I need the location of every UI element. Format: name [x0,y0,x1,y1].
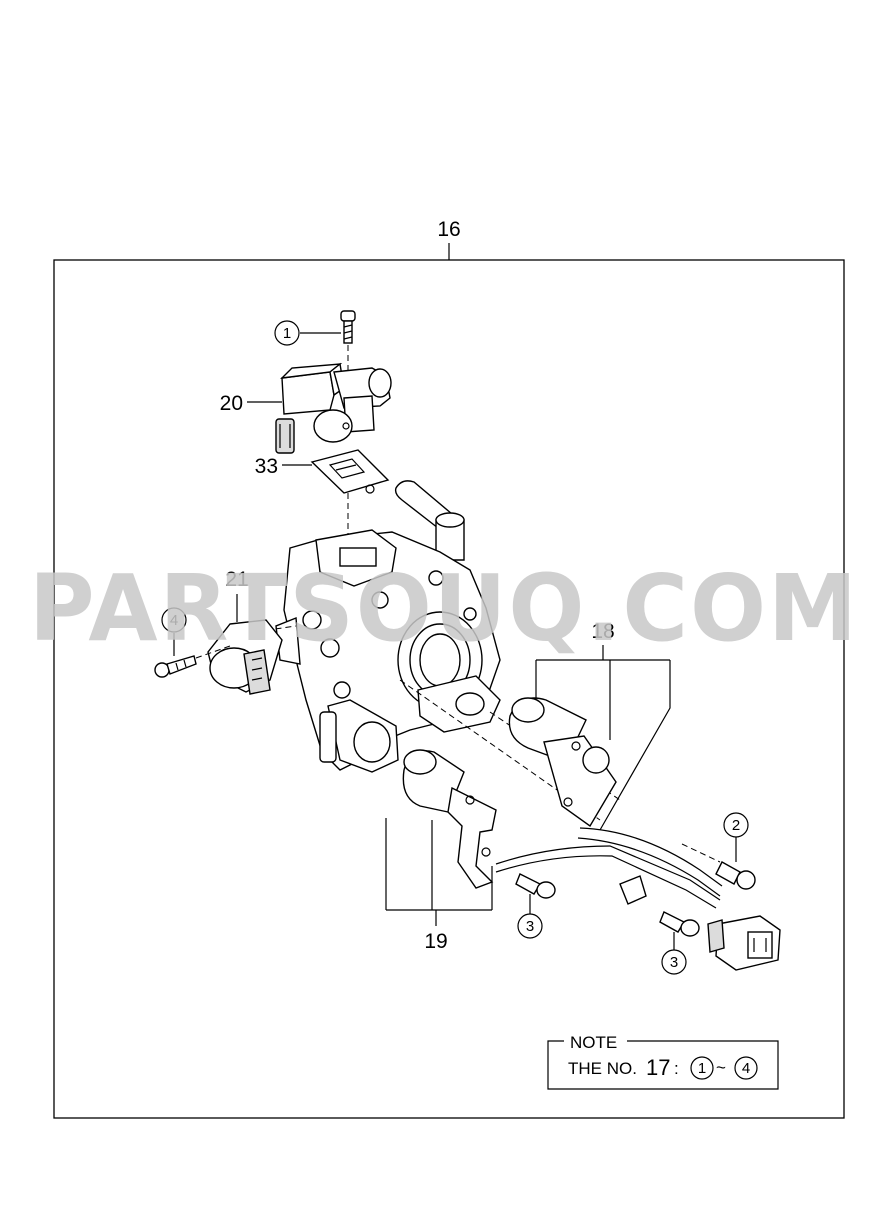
connector[interactable] [707,915,781,971]
label-harness-a: 18 [591,620,614,643]
callout-4: 4 [170,612,178,629]
note-range-start: 1 [698,1060,706,1077]
label-gasket: 33 [255,455,278,478]
label-idle-valve: 20 [220,392,243,415]
note-title: NOTE [570,1033,617,1052]
note-range-end: 4 [742,1060,750,1077]
watermark: PARTSOUQ.COM [29,555,859,662]
callout-2: 2 [732,817,740,834]
note-number: 17 [646,1055,670,1080]
callout-circle-3b [661,949,687,975]
idle-speed-valve[interactable] [275,362,392,454]
bolt-right[interactable] [715,861,756,890]
water-pipe[interactable] [495,827,723,909]
label-harness-b: 19 [424,930,447,953]
callout-circle-4 [161,607,187,633]
throttle-body[interactable] [275,529,501,773]
screw-tps[interactable] [154,655,197,678]
note-box: NOTE THE NO. 17 : 1 ~ 4 [547,1033,779,1090]
gasket[interactable] [310,449,390,494]
label-tps: 21 [225,568,248,591]
throttle-position-sensor[interactable] [207,619,283,695]
screw-top[interactable] [340,310,356,344]
heater-tube-18[interactable] [508,697,617,828]
note-colon: : [674,1059,679,1078]
callout-3a: 3 [526,918,534,935]
bolt-mid[interactable] [515,873,556,899]
heater-tube-19[interactable] [402,749,497,889]
coolant-hose[interactable] [394,480,465,561]
leader-19 [385,818,493,911]
note-tilde: ~ [716,1058,726,1077]
callout-circle-2 [723,812,749,838]
callout-circle-1 [274,320,300,346]
note-text: THE NO. [568,1059,637,1078]
callout-circle-3a [517,913,543,939]
callout-3b: 3 [670,954,678,971]
label-assembly: 16 [437,218,460,241]
callout-1: 1 [283,325,291,342]
bolt-bottom[interactable] [659,911,700,937]
